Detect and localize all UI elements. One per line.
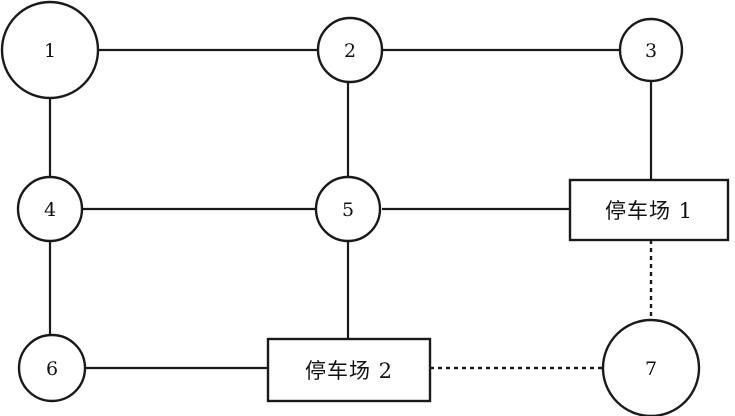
node-6: 6: [17, 333, 87, 403]
node-4: 4: [16, 175, 84, 243]
parking-lot-2-label: 停车场 2: [305, 359, 393, 383]
node-parking-lot-1: 停车场 1: [568, 178, 730, 242]
node-6-label: 6: [46, 358, 58, 380]
node-2-label: 2: [344, 40, 356, 62]
node-7-label: 7: [645, 358, 657, 380]
node-parking-lot-2: 停车场 2: [266, 337, 432, 403]
node-7: 7: [601, 318, 701, 416]
parking-lot-1-label: 停车场 1: [605, 199, 693, 223]
node-5-label: 5: [342, 199, 354, 221]
node-1-label: 1: [44, 40, 56, 62]
edges-layer: [48, 48, 653, 370]
node-4-label: 4: [44, 199, 56, 221]
node-3: 3: [618, 17, 684, 83]
node-1: 1: [0, 0, 100, 100]
node-2: 2: [316, 16, 384, 84]
node-3-label: 3: [645, 40, 657, 62]
node-5: 5: [314, 175, 382, 243]
